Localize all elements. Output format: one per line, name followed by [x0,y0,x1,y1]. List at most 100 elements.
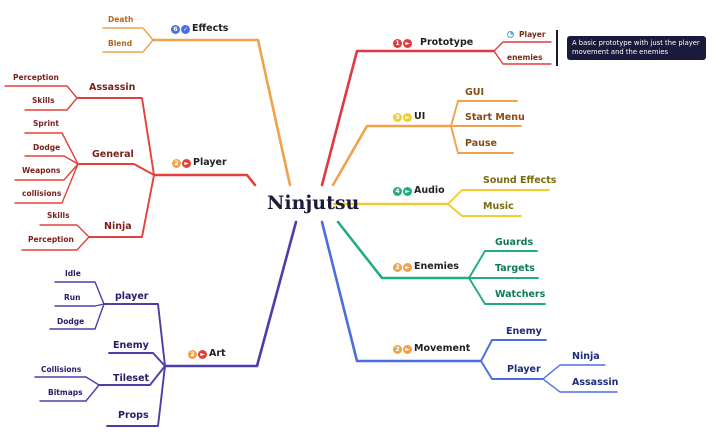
prototype-note: A basic prototype with just the player m… [567,36,706,60]
enemies-child-targets[interactable]: Targets [495,263,535,274]
ui-child-pause[interactable]: Pause [465,138,497,149]
connector-player-run [54,303,105,307]
connector-player-ninja [88,174,155,238]
art-player-run[interactable]: Run [64,293,81,302]
connector-movement-enemy [480,339,547,362]
connector-movement-ninja [542,364,606,380]
player-group-assassin[interactable]: Assassin [89,82,136,93]
audio-task-icon: ► [403,187,412,196]
connector-audio-sound-effects [447,189,550,205]
branch-player[interactable]: Player [193,157,227,168]
connector-effects [151,38,292,187]
connector-effects-blend [102,39,154,53]
art-group-tileset[interactable]: Tileset [113,373,150,384]
branch-movement[interactable]: Movement [414,343,471,354]
enemies-child-guards[interactable]: Guards [495,237,534,248]
movement-priority-icon: 2► [393,344,412,354]
connector-prototype-enemies [493,50,552,65]
audio-child-music[interactable]: Music [483,201,514,212]
art-priority-icon: 2► [188,349,207,359]
movement-player-assassin[interactable]: Assassin [572,377,619,388]
effects-task-icon: ✓ [181,25,190,34]
ui-child-start-menu[interactable]: Start Menu [465,112,525,123]
connector-player-general [77,163,155,176]
note-connector [556,30,558,66]
branch-audio[interactable]: Audio [414,185,445,196]
prototype-child-player[interactable]: Player [519,30,546,39]
art-group-player[interactable]: player [115,291,149,302]
assassin-child-skills[interactable]: Skills [32,96,55,105]
movement-child-player[interactable]: Player [507,364,541,375]
branch-art[interactable]: Art [209,348,226,359]
connector-ninja-skills [39,224,90,238]
effects-priority-icon: 6✓ [171,24,190,34]
player-group-ninja[interactable]: Ninja [104,221,132,232]
connector-art-tileset [98,365,166,386]
connector-enemies-guards [468,250,538,279]
movement-task-icon: ► [403,345,412,354]
art-group-props[interactable]: Props [118,410,149,421]
ui-task-icon: ► [403,113,412,122]
connector-movement-assassin [542,378,618,393]
connector-tileset-collisions [34,376,100,386]
connector-ui-pause [450,125,514,154]
ninja-child-skills[interactable]: Skills [47,211,70,220]
effects-child-blend[interactable]: Blend [108,39,133,48]
connector-prototype-player [493,41,552,52]
general-child-weapons[interactable]: Weapons [22,166,61,175]
player-priority-icon: 2► [172,158,191,168]
connector-enemies [336,220,471,280]
branch-effects[interactable]: Effects [192,23,229,34]
ui-child-gui[interactable]: GUI [465,87,485,98]
connector-player-idle [54,281,105,305]
connector-art-player [103,303,166,367]
connector-general-sprint [24,132,79,165]
general-child-collisions[interactable]: collisions [22,189,62,198]
general-child-sprint[interactable]: Sprint [33,119,59,128]
connector-art-enemy [108,352,166,367]
player-task-icon: ► [182,159,191,168]
progress-pie-icon [507,31,514,38]
connector-ui [331,124,453,187]
enemies-child-watchers[interactable]: Watchers [495,289,546,300]
player-group-general[interactable]: General [92,149,134,160]
connector-effects-death [102,27,154,41]
branch-enemies[interactable]: Enemies [414,261,459,272]
connector-prototype [320,49,496,187]
connector-assassin-skills [24,97,78,111]
assassin-child-perception[interactable]: Perception [13,73,59,82]
connector-movement-player [480,360,544,380]
art-player-dodge[interactable]: Dodge [57,317,85,326]
connector-general-dodge [24,155,79,165]
art-task-icon: ► [198,350,207,359]
prototype-task-icon: ► [403,39,412,48]
connector-general-weapons [14,163,79,181]
movement-player-ninja[interactable]: Ninja [572,351,600,362]
connector-player-assassin [76,97,155,176]
branch-ui[interactable]: UI [414,111,426,122]
art-group-enemy[interactable]: Enemy [113,340,149,351]
connector-art [163,220,298,368]
connector-player-dodge [49,303,105,330]
ninja-child-perception[interactable]: Perception [28,235,74,244]
art-player-idle[interactable]: Idle [65,269,81,278]
audio-priority-icon: 4► [393,186,412,196]
effects-child-death[interactable]: Death [108,15,134,24]
connector-ninja-perception [21,236,90,251]
connector-player [152,173,257,187]
connector-art-props [106,365,166,427]
connector-assassin-perception [4,85,78,99]
central-topic[interactable]: Ninjutsu [267,192,360,214]
audio-child-sound-effects[interactable]: Sound Effects [483,175,557,186]
ui-priority-icon: 3► [393,112,412,122]
connector-ui-gui [450,100,518,127]
movement-child-enemy[interactable]: Enemy [506,326,542,337]
connector-tileset-bitmaps [39,384,100,402]
general-child-dodge[interactable]: Dodge [33,143,61,152]
tileset-child-bitmaps[interactable]: Bitmaps [48,388,83,397]
branch-prototype[interactable]: Prototype [420,37,474,48]
tileset-child-collisions[interactable]: Collisions [41,365,82,374]
prototype-child-enemies[interactable]: enemies [507,53,543,62]
connector-audio-music [447,203,522,217]
